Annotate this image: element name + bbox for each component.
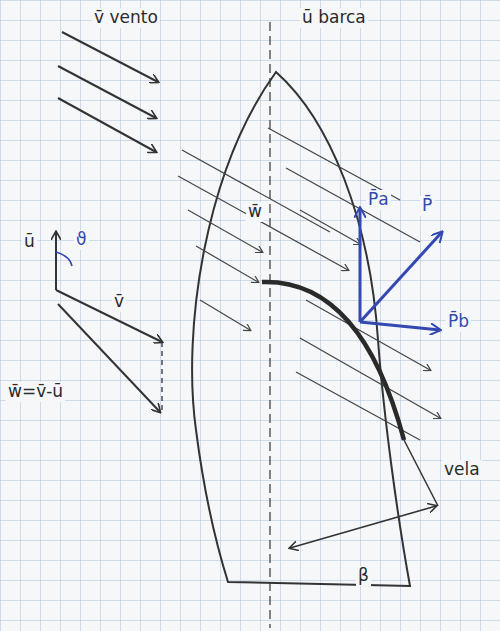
angle-label: ϑ bbox=[74, 230, 89, 250]
vector-label: v̄ bbox=[112, 292, 126, 312]
wind-arrows bbox=[58, 32, 158, 152]
force-vectors bbox=[360, 208, 442, 330]
wind-arrow bbox=[58, 98, 156, 152]
vector-label: w̄ bbox=[246, 202, 264, 222]
wind-arrow bbox=[62, 32, 158, 82]
force-arrow bbox=[360, 322, 440, 330]
center-line bbox=[269, 22, 270, 628]
vector-w bbox=[58, 304, 160, 412]
part-name: vela bbox=[442, 460, 482, 480]
force-label: P̄a bbox=[366, 190, 391, 210]
vector-u bbox=[55, 232, 57, 290]
vector-label: ū bbox=[22, 232, 37, 252]
wind-line bbox=[306, 300, 430, 370]
beta-angle-arrow bbox=[290, 506, 436, 548]
theta-arc bbox=[56, 252, 72, 266]
wind-line bbox=[196, 246, 258, 282]
wind-line bbox=[200, 300, 250, 330]
vector-label: v̄ vento bbox=[92, 8, 160, 28]
apparent-wind-lines bbox=[178, 128, 440, 440]
force-label: P̄ bbox=[420, 196, 434, 216]
vector-u-dashed bbox=[161, 342, 162, 410]
wind-arrow bbox=[58, 66, 156, 118]
sail bbox=[262, 282, 404, 440]
wind-line bbox=[286, 168, 420, 242]
angle-label: β bbox=[356, 566, 371, 586]
equation: w̄=v̄-ū bbox=[6, 382, 65, 402]
vector-label: ū barca bbox=[300, 8, 368, 28]
vector-triangle bbox=[56, 232, 162, 412]
force-label: P̄b bbox=[446, 312, 471, 332]
hull-outline bbox=[192, 72, 410, 586]
wind-line bbox=[300, 210, 360, 244]
force-arrow bbox=[359, 208, 362, 322]
vector-v bbox=[56, 290, 162, 342]
force-arrow bbox=[360, 232, 442, 322]
boom-line bbox=[404, 440, 438, 506]
